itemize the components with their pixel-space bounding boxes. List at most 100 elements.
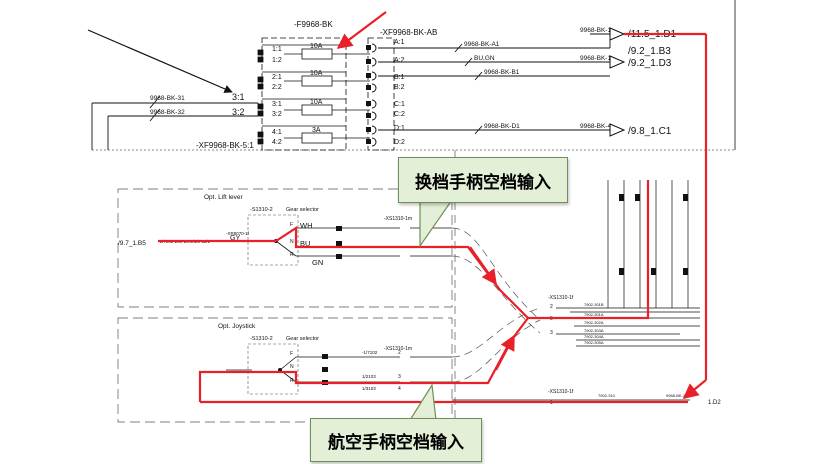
pin-label: 1:2 bbox=[272, 57, 282, 64]
left-connector-name: -XF9968-BK-5:1 bbox=[196, 141, 254, 150]
connector-pin-fills bbox=[366, 45, 371, 144]
merge-wire-5: 7902-305A bbox=[584, 340, 604, 345]
joystick-black-wires bbox=[226, 356, 452, 383]
connector-name: -XF9968-BK-AB bbox=[380, 28, 437, 37]
lift-dir-f: F bbox=[290, 222, 293, 228]
color-wh: WH bbox=[300, 221, 313, 230]
pin-label: A:1 bbox=[394, 39, 405, 46]
red-fuse-arrow bbox=[336, 11, 387, 49]
joystick-dir-r: R bbox=[290, 378, 294, 384]
merge-wire-0: 7902-301B bbox=[584, 302, 604, 307]
right-vertical-wires bbox=[607, 180, 689, 308]
pin-label: 1:1 bbox=[272, 46, 282, 53]
wire-label-in32: 9968-BK-32 bbox=[150, 109, 185, 116]
fuse-4[interactable] bbox=[301, 132, 333, 144]
callout-shift-tail bbox=[419, 199, 454, 248]
highlight-paths bbox=[158, 11, 708, 404]
callout-aviation: 航空手柄空档输入 bbox=[310, 418, 482, 462]
pin-label: 4:1 bbox=[272, 129, 282, 136]
pin-label: B:1 bbox=[394, 74, 405, 81]
fuse-2[interactable] bbox=[301, 75, 333, 87]
connector-pins bbox=[371, 43, 377, 147]
pin-label: D:2 bbox=[394, 139, 405, 146]
fuse-block-name: -F9968-BK bbox=[294, 20, 333, 29]
color-gn: GN bbox=[312, 258, 323, 267]
fuse-3[interactable] bbox=[301, 104, 333, 116]
red-lift-arrow bbox=[469, 246, 497, 286]
bottom-ref[interactable]: 1.D2 bbox=[708, 400, 721, 406]
left-pin-31: 3:1 bbox=[232, 92, 245, 102]
color-gy: GY bbox=[230, 235, 240, 242]
red-lift-lever-path bbox=[158, 180, 650, 320]
pin-label: 4:2 bbox=[272, 139, 282, 146]
fuse-row-4: 3A 4:1 4:2 D:1 D:2 bbox=[262, 125, 405, 146]
ref-r4[interactable]: /9.8_1.C1 bbox=[628, 126, 672, 137]
ref-r3[interactable]: /9.2_1.D3 bbox=[628, 58, 672, 69]
fuse-2-rating: 10A bbox=[310, 70, 323, 77]
wire-label-d1: 9968-BK-D1 bbox=[484, 123, 520, 130]
merge-conn-bottom: -XS1310-1f bbox=[548, 389, 574, 395]
joystick-dir-n: N bbox=[290, 364, 294, 370]
joystick-pin3: 4 bbox=[398, 386, 401, 392]
merge-conn-top: -XS1310-1f bbox=[548, 295, 574, 301]
output-arrows bbox=[609, 27, 626, 137]
lift-dir-n: N bbox=[290, 239, 294, 245]
callout-shift-lever: 换档手柄空档输入 bbox=[398, 157, 568, 203]
merge-wire-4: 7902-304A bbox=[584, 334, 604, 339]
fuse-1[interactable] bbox=[301, 48, 333, 60]
joystick-device-box bbox=[247, 343, 299, 395]
pin-label: C:1 bbox=[394, 101, 405, 108]
joystick-dir-f: F bbox=[290, 351, 293, 357]
pin-label: C:2 bbox=[394, 111, 405, 118]
wire-label-out1: 9968-BK-1 bbox=[580, 27, 611, 34]
joystick-wire1: -1/7102 bbox=[362, 350, 378, 355]
joystick-device: -S1310-2 bbox=[250, 336, 273, 342]
merge-wire-1: 7902-301A bbox=[584, 312, 604, 317]
wire-label-out2: 9968-BK-1 bbox=[580, 55, 611, 62]
red-bottom-arrow bbox=[682, 379, 707, 399]
lift-lever-conn: -XR8070-1f bbox=[226, 231, 250, 236]
pin-label: B:2 bbox=[394, 84, 405, 91]
lift-lever-title: Opt. Lift lever bbox=[204, 194, 243, 201]
pin-label: A:2 bbox=[394, 57, 405, 64]
right-output-wires bbox=[378, 33, 611, 135]
merge-pin2: 2 bbox=[550, 304, 553, 310]
wire-label-in31: 9968-BK-31 bbox=[150, 95, 185, 102]
bottom-wire-label: 7902-310 bbox=[598, 393, 616, 398]
pin-label: 2:2 bbox=[272, 84, 282, 91]
left-pin-32: 3:2 bbox=[232, 107, 245, 117]
joystick-wire3: 1/3103 bbox=[362, 386, 376, 391]
merge-section: -XS1310-1f -XS1310-1f 2 5 3 1 7902-301B … bbox=[451, 150, 721, 424]
joystick-terminals bbox=[322, 354, 328, 385]
joystick-pin1: 2 bbox=[398, 350, 401, 356]
ref-r2[interactable]: /9.2_1.B3 bbox=[628, 46, 671, 57]
lift-lever-ref[interactable]: /9.7_1.B5 bbox=[118, 240, 146, 247]
fuse-4-rating: 3A bbox=[312, 127, 321, 134]
lift-lever-selector: Gear selector bbox=[286, 207, 319, 213]
lift-lever-conn2: -XS1310-1m bbox=[384, 216, 412, 222]
wire-label-a2: BU,GN bbox=[474, 55, 495, 62]
left-input-wires bbox=[91, 95, 259, 150]
fuse-1-rating: 10A bbox=[310, 43, 323, 50]
red-joystick-arrow bbox=[495, 334, 515, 371]
right-vertical-terminals bbox=[619, 194, 688, 275]
pin-label: 3:2 bbox=[272, 111, 282, 118]
pin-label: 2:1 bbox=[272, 74, 282, 81]
pin-label: 3:1 bbox=[272, 101, 282, 108]
merge-pin3: 3 bbox=[550, 330, 553, 336]
merge-wire-3: 7902-303A bbox=[584, 328, 604, 333]
joystick-title: Opt. Joystick bbox=[218, 323, 256, 330]
wire-label-out3: 9968-BK-4 bbox=[580, 123, 611, 130]
top-fuse-section: -F9968-BK -XF9968-BK-AB 10A 1:1 1:2 A:1 … bbox=[87, 0, 736, 151]
connector-frame bbox=[367, 37, 395, 151]
fuse-row-1: 10A 1:1 1:2 A:1 A:2 bbox=[262, 39, 405, 64]
pin-label: D:1 bbox=[394, 125, 405, 132]
joystick-pin2: 3 bbox=[398, 374, 401, 380]
bottom-wire-label-2: 9968-BK-1 bbox=[666, 393, 686, 398]
merge-black-wires bbox=[556, 307, 700, 347]
joystick-selector: Gear selector bbox=[286, 336, 319, 342]
lift-lever-device: -S1310-2 bbox=[250, 207, 273, 213]
joystick-frame bbox=[117, 317, 453, 423]
pointer-arrow-line bbox=[87, 29, 233, 93]
